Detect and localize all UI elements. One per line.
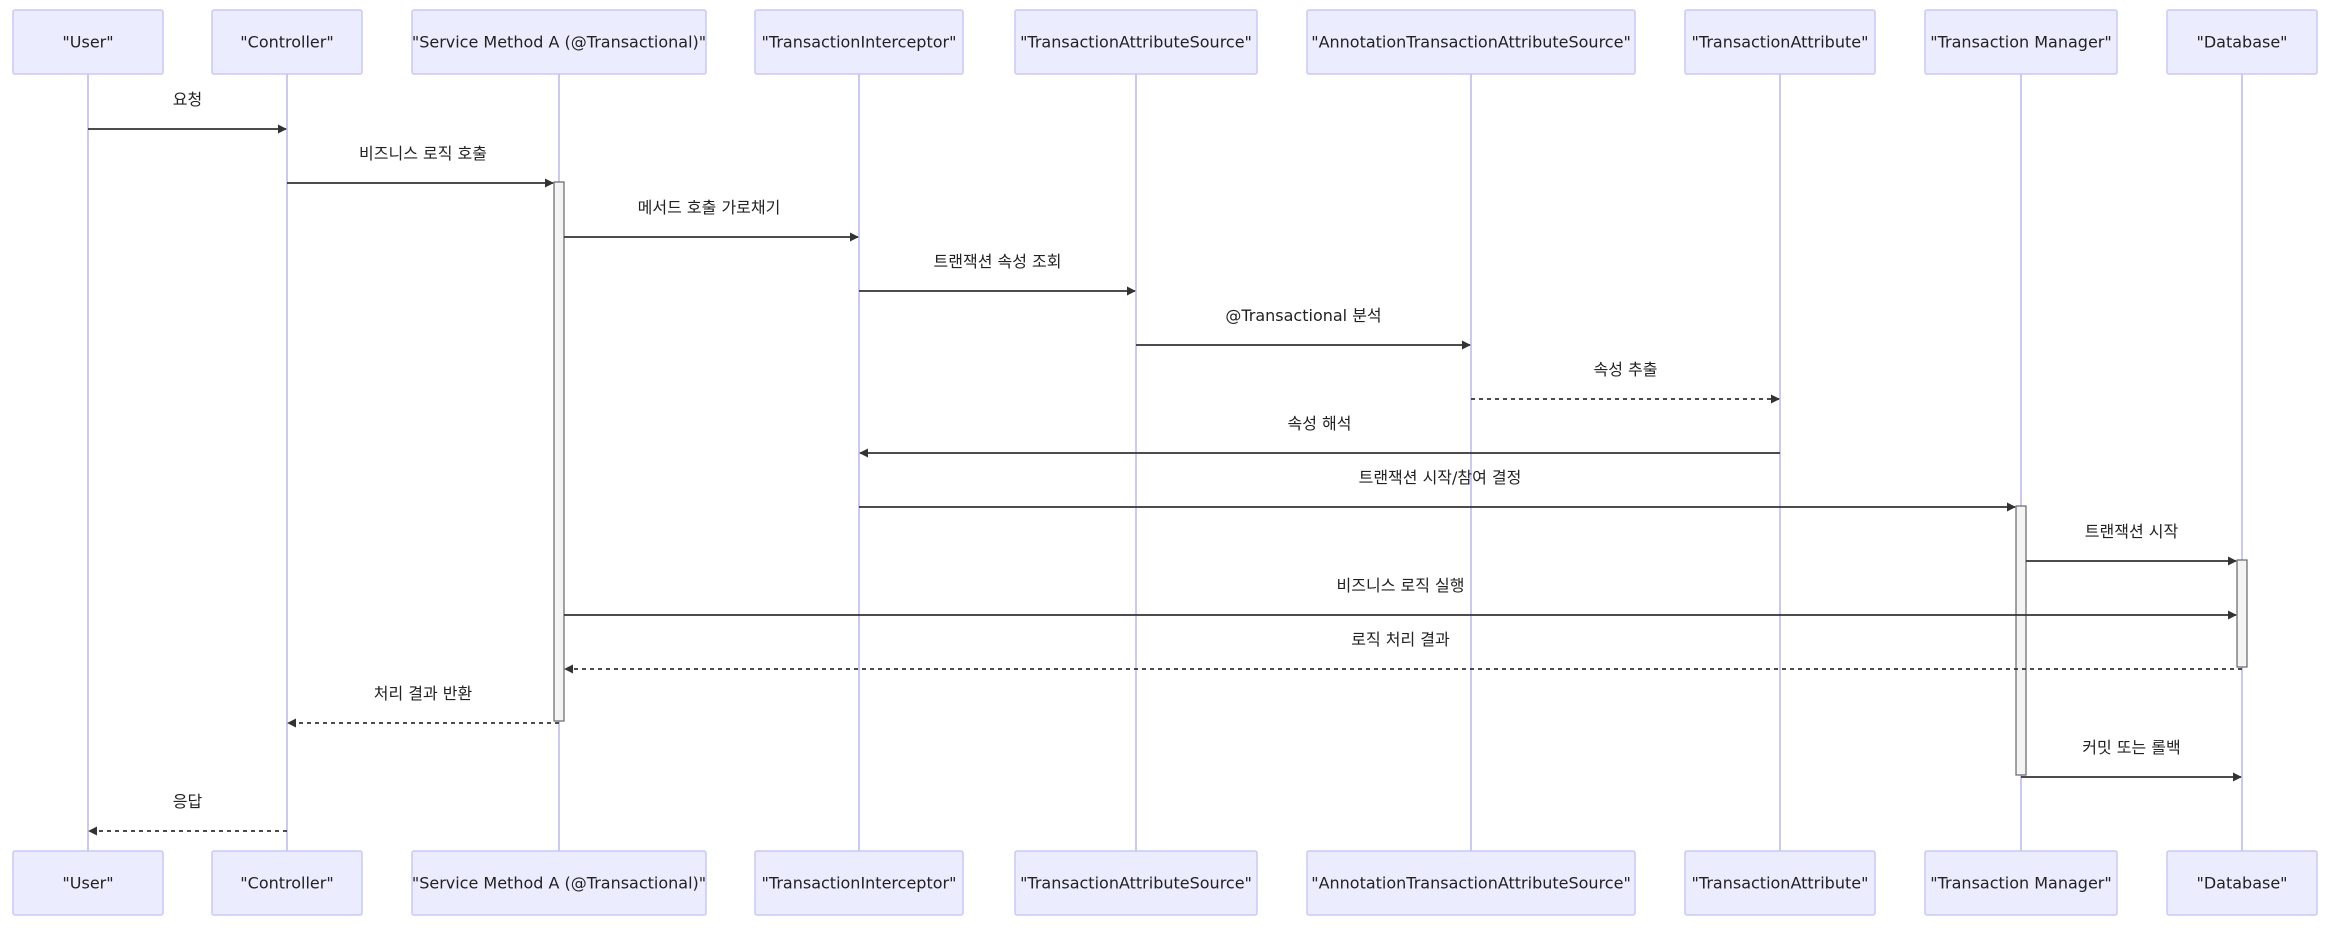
- message-label: 트랜잭션 시작/참여 결정: [1359, 468, 1522, 487]
- participant-box: [754, 850, 964, 916]
- participant-box: [1306, 9, 1636, 75]
- message-2: 비즈니스 로직 호출: [287, 144, 554, 188]
- participant-manager-bottom: "Transaction Manager": [1924, 850, 2118, 916]
- message-13: 커밋 또는 롤백: [2021, 738, 2242, 782]
- message-label: 속성 해석: [1288, 414, 1352, 433]
- activation-bar-database: [2236, 559, 2248, 668]
- message-9: 트랜잭션 시작: [2026, 522, 2237, 566]
- message-14: 응답: [88, 792, 287, 836]
- message-1: 요청: [88, 90, 287, 134]
- message-12: 처리 결과 반환: [287, 684, 559, 728]
- activation-bars: [553, 181, 2248, 776]
- message-label: 요청: [173, 90, 202, 109]
- participant-label: "Service Method A (@Transactional)": [412, 874, 706, 893]
- participants-top: "User" "Controller" "Service Method A (@Tr…: [12, 9, 2318, 75]
- message-label: 비즈니스 로직 실행: [1337, 576, 1465, 595]
- participant-label: "TransactionAttributeSource": [1020, 874, 1252, 893]
- participant-box: [411, 850, 707, 916]
- participant-box: [411, 9, 707, 75]
- message-label: 비즈니스 로직 호출: [359, 144, 487, 163]
- participant-box: [12, 850, 164, 916]
- participant-label: "Controller": [240, 33, 333, 52]
- participant-user-top: "User": [12, 9, 164, 75]
- participant-box: [211, 9, 363, 75]
- participant-box: [211, 850, 363, 916]
- participant-label: "Database": [2196, 33, 2287, 52]
- participant-box: [754, 9, 964, 75]
- message-label: 트랜잭션 시작: [2085, 522, 2179, 541]
- participant-box: [1924, 850, 2118, 916]
- participant-service-bottom: "Service Method A (@Transactional)": [411, 850, 707, 916]
- participant-label: "Database": [2196, 874, 2287, 893]
- participant-interceptor-bottom: "TransactionInterceptor": [754, 850, 964, 916]
- message-label: 메서드 호출 가로채기: [638, 198, 781, 217]
- message-5: @Transactional 분석: [1136, 306, 1471, 350]
- lifelines: [87, 74, 2243, 851]
- message-4: 트랜잭션 속성 조회: [859, 252, 1136, 296]
- participant-label: "TransactionInterceptor": [762, 33, 957, 52]
- message-6: 속성 추출: [1471, 360, 1780, 404]
- participant-box: [2166, 9, 2318, 75]
- participant-box: [2166, 850, 2318, 916]
- participant-label: "User": [62, 874, 113, 893]
- message-label: @Transactional 분석: [1225, 306, 1381, 325]
- participant-label: "AnnotationTransactionAttributeSource": [1311, 874, 1631, 893]
- activation-bar-manager: [2015, 505, 2027, 776]
- participant-box: [1306, 850, 1636, 916]
- message-label: 속성 추출: [1594, 360, 1658, 379]
- participant-attribute-bottom: "TransactionAttribute": [1684, 850, 1876, 916]
- activation-bar-service: [553, 181, 565, 722]
- participant-label: "Service Method A (@Transactional)": [412, 33, 706, 52]
- message-label: 응답: [173, 792, 203, 811]
- message-8: 트랜잭션 시작/참여 결정: [859, 468, 2016, 512]
- participant-interceptor-top: "TransactionInterceptor": [754, 9, 964, 75]
- participant-box: [1684, 850, 1876, 916]
- message-label: 처리 결과 반환: [374, 684, 473, 703]
- participant-box: [1924, 9, 2118, 75]
- participant-label: "TransactionAttributeSource": [1020, 33, 1252, 52]
- participant-label: "Transaction Manager": [1930, 874, 2111, 893]
- message-label: 트랜잭션 속성 조회: [934, 252, 1062, 271]
- participant-label: "Transaction Manager": [1930, 33, 2111, 52]
- participant-box: [1014, 850, 1258, 916]
- message-10: 비즈니스 로직 실행: [564, 576, 2237, 620]
- participant-controller-top: "Controller": [211, 9, 363, 75]
- participant-label: "User": [62, 33, 113, 52]
- participant-label: "Controller": [240, 874, 333, 893]
- participant-label: "TransactionInterceptor": [762, 874, 957, 893]
- participant-annotsource-bottom: "AnnotationTransactionAttributeSource": [1306, 850, 1636, 916]
- message-3: 메서드 호출 가로채기: [564, 198, 859, 242]
- participant-service-top: "Service Method A (@Transactional)": [411, 9, 707, 75]
- participant-attribute-top: "TransactionAttribute": [1684, 9, 1876, 75]
- participant-manager-top: "Transaction Manager": [1924, 9, 2118, 75]
- message-label: 로직 처리 결과: [1351, 630, 1450, 649]
- participant-box: [1684, 9, 1876, 75]
- participants-bottom: "User" "Controller" "Service Method A (@Tr…: [12, 850, 2318, 916]
- participant-database-top: "Database": [2166, 9, 2318, 75]
- participant-label: "TransactionAttribute": [1692, 33, 1869, 52]
- participant-controller-bottom: "Controller": [211, 850, 363, 916]
- participant-label: "AnnotationTransactionAttributeSource": [1311, 33, 1631, 52]
- participant-database-bottom: "Database": [2166, 850, 2318, 916]
- message-11: 로직 처리 결과: [564, 630, 2242, 674]
- participant-box: [1014, 9, 1258, 75]
- participant-annotsource-top: "AnnotationTransactionAttributeSource": [1306, 9, 1636, 75]
- participant-attrsource-bottom: "TransactionAttributeSource": [1014, 850, 1258, 916]
- participant-box: [12, 9, 164, 75]
- message-label: 커밋 또는 롤백: [2082, 738, 2181, 757]
- message-7: 속성 해석: [859, 414, 1780, 458]
- participant-user-bottom: "User": [12, 850, 164, 916]
- participant-label: "TransactionAttribute": [1692, 874, 1869, 893]
- participant-attrsource-top: "TransactionAttributeSource": [1014, 9, 1258, 75]
